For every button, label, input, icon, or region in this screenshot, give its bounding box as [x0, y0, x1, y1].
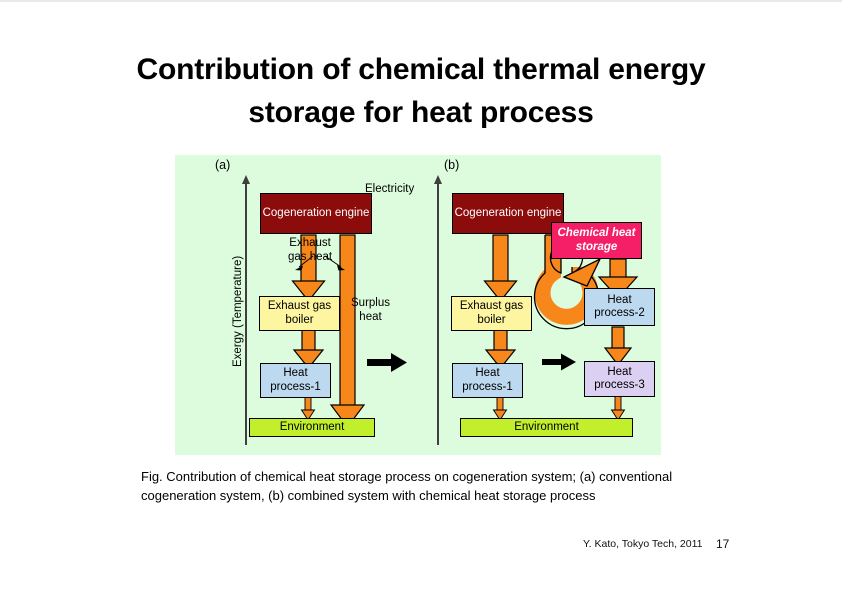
- box-exhaust-gas-boiler-b: Exhaust gas boiler: [451, 296, 532, 331]
- label-exhaust-gas-heat-a: Exhaust gas heat: [288, 237, 333, 263]
- exergy-axis-label: Exergy (Temperature): [232, 255, 244, 367]
- surplus-heat-arrow-a: [329, 234, 366, 428]
- process3-to-environment-arrow-b: [610, 392, 626, 421]
- footer-credit: Y. Kato, Tokyo Tech, 2011: [583, 538, 703, 550]
- slide-number: 17: [716, 537, 730, 551]
- box-heat-process-2-b: Heat process-2: [584, 288, 655, 326]
- box-environment-b: Environment: [460, 418, 633, 437]
- top-divider: [0, 0, 842, 2]
- box-cogeneration-engine-b: Cogeneration engine: [452, 193, 564, 234]
- box-heat-process-1-b: Heat process-1: [452, 363, 523, 398]
- exhaust-heat-leader-lines: [295, 255, 345, 271]
- box-heat-process-1-a: Heat process-1: [260, 363, 331, 398]
- exhaust-heat-arrow-a: [291, 234, 326, 302]
- process1-to-environment-arrow-a: [300, 396, 316, 421]
- panel-b-label: (b): [444, 158, 460, 172]
- box-heat-process-3-b: Heat process-3: [584, 361, 655, 397]
- label-electricity-a: Electricity: [365, 183, 415, 195]
- label-surplus-heat-a: Surplus heat: [351, 297, 390, 323]
- electricity-arrow-b: [542, 353, 576, 371]
- process1-to-environment-arrow-b: [492, 396, 508, 421]
- exergy-axis-arrowhead-a: [242, 175, 250, 184]
- storage-to-process2-arrow-b: [597, 258, 639, 299]
- exergy-axis-a: [245, 183, 247, 445]
- electricity-arrow-a: [367, 353, 407, 372]
- boiler-to-process1-arrow-a: [292, 329, 325, 369]
- page-title: Contribution of chemical thermal energy …: [136, 53, 706, 129]
- panel-a-label: (a): [215, 158, 231, 172]
- boiler-to-process1-arrow-b: [484, 329, 517, 369]
- exergy-axis-b: [437, 183, 439, 445]
- figure-caption: Fig. Contribution of chemical heat stora…: [141, 469, 673, 503]
- box-cogeneration-engine-a: Cogeneration engine: [260, 193, 372, 234]
- box-chemical-heat-storage-b: Chemical heat storage: [551, 222, 642, 259]
- process2-to-process3-arrow-b: [603, 326, 633, 366]
- figure-arrows: [291, 234, 639, 428]
- box-environment-a: Environment: [249, 418, 375, 437]
- exhaust-heat-arrow-b: [483, 234, 518, 302]
- exergy-axis-arrowhead-b: [434, 175, 442, 184]
- figure-panel: (a) Exergy (Temperature) Cogeneration en…: [175, 155, 661, 455]
- box-exhaust-gas-boiler-a: Exhaust gas boiler: [259, 296, 340, 331]
